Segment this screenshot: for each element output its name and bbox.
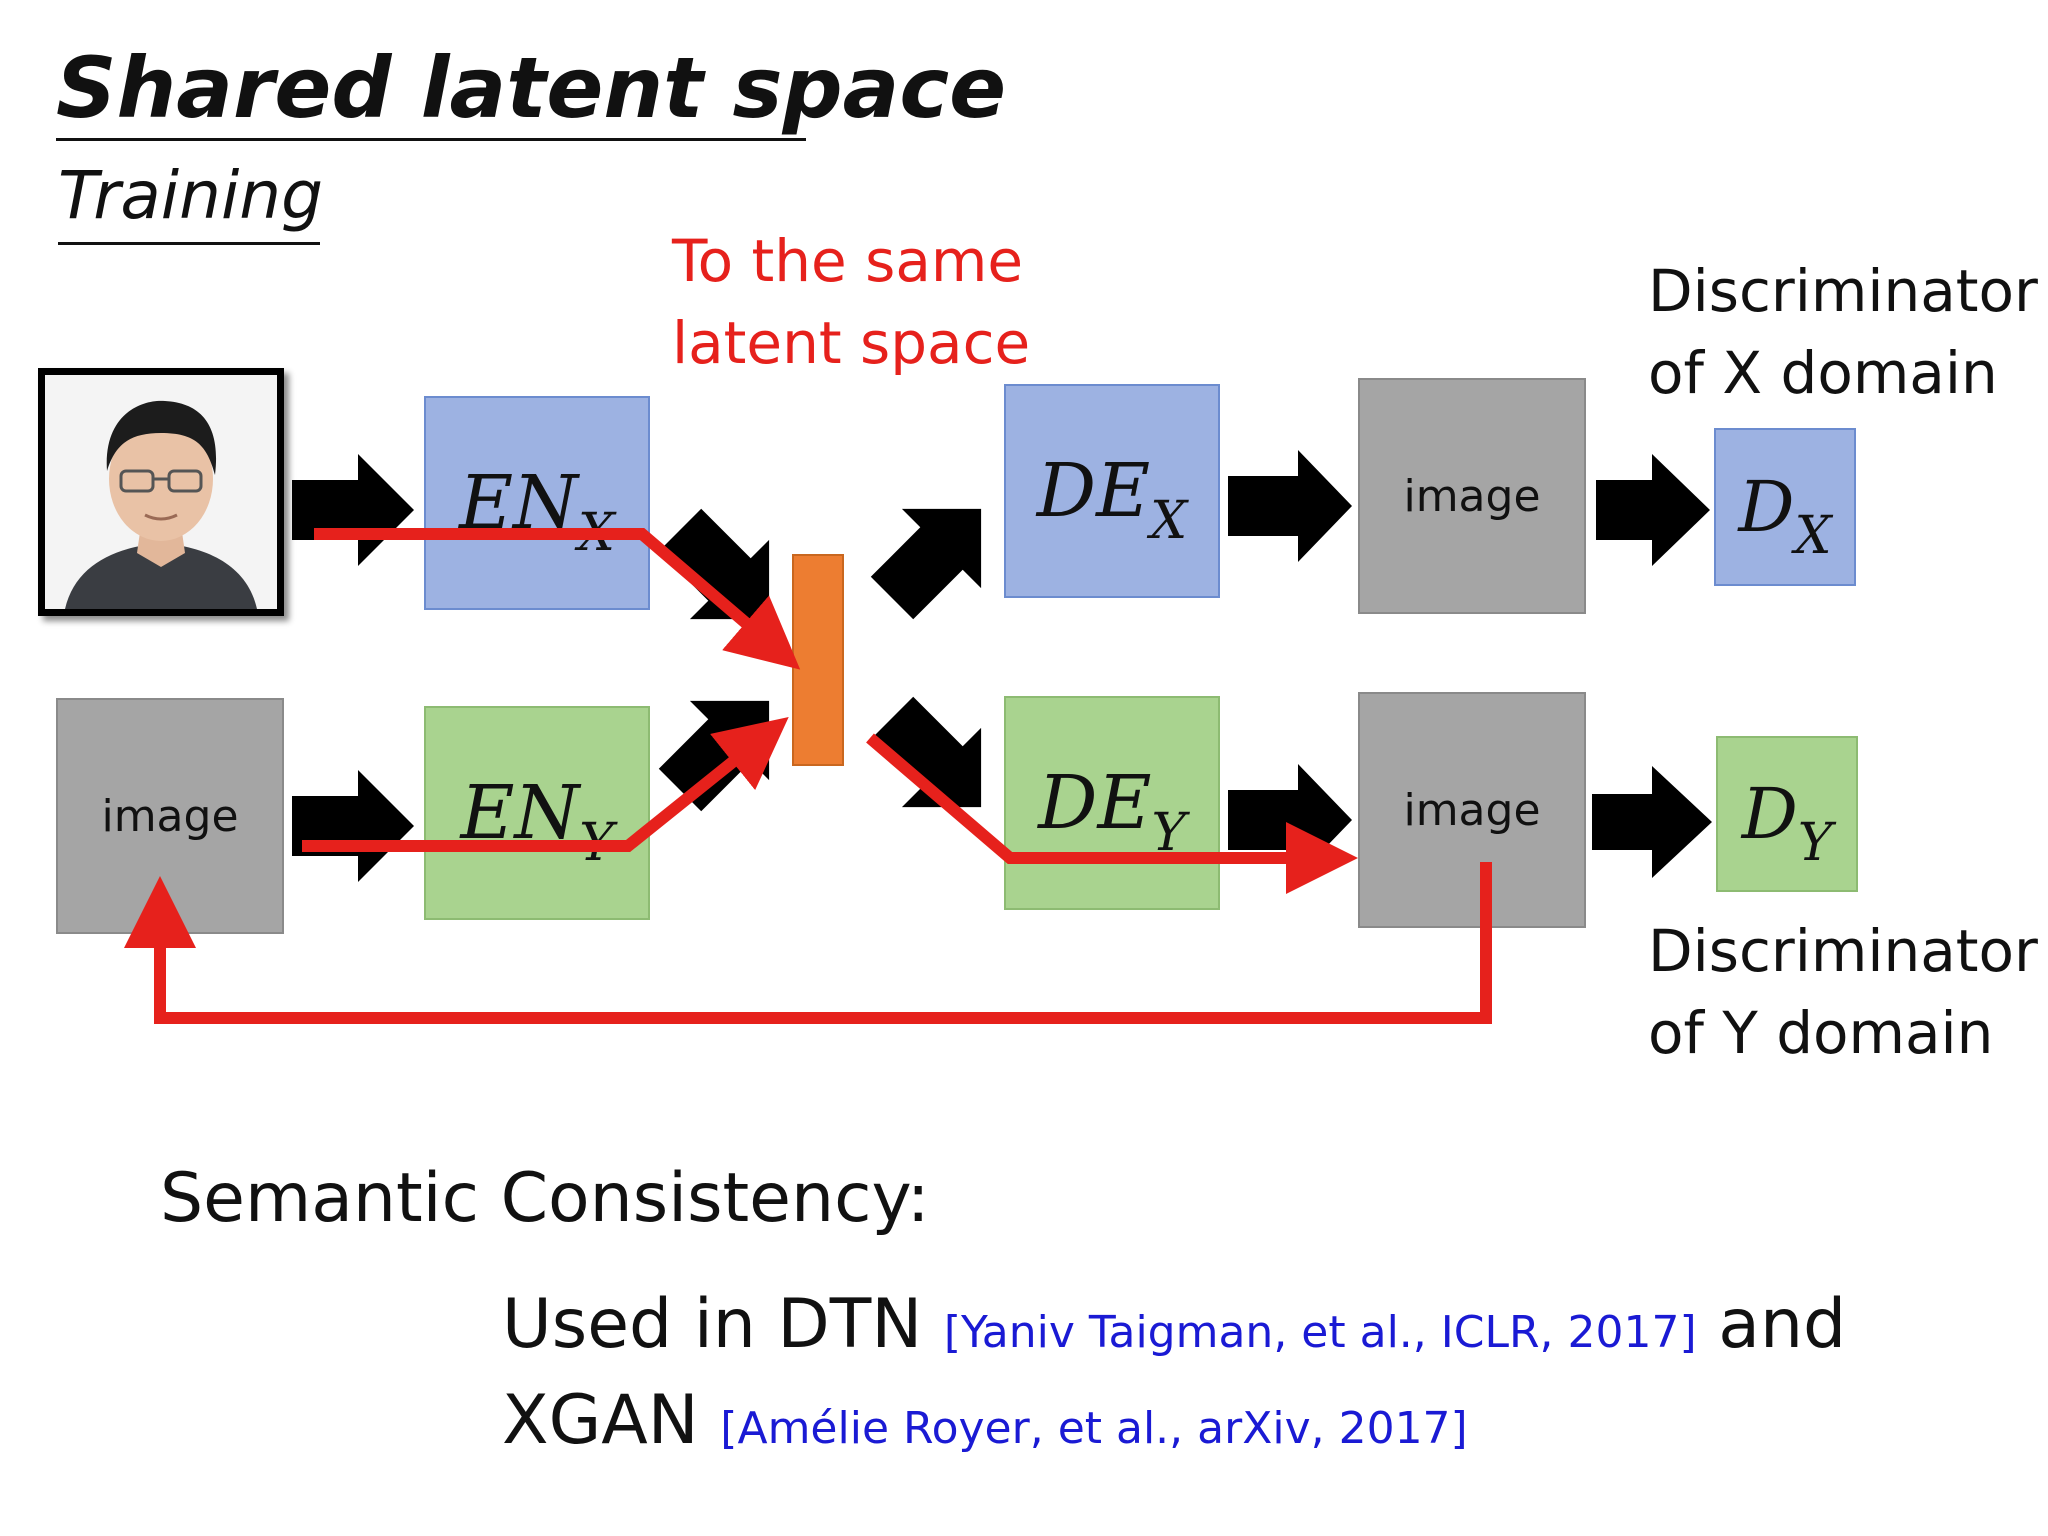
xgan-reference-link[interactable]: [Amélie Royer, et al., arXiv, 2017] <box>720 1403 1468 1454</box>
discriminator-x-label: Discriminator of X domain <box>1648 250 2038 414</box>
discriminator-x-line-2: of X domain <box>1648 339 1998 407</box>
discriminator-y-line-1: Discriminator <box>1648 917 2038 985</box>
black-block-arrow-icon <box>292 454 414 566</box>
black-block-arrow-icon <box>1228 450 1352 562</box>
black-block-arrow-icon <box>1596 454 1710 566</box>
and-text: and <box>1718 1285 1847 1364</box>
output-image-y: image <box>1358 692 1586 928</box>
black-block-arrow-icon <box>870 508 982 620</box>
discriminator-x-symbol: DX <box>1738 466 1832 566</box>
discriminator-x: DX <box>1714 428 1856 586</box>
red-path-arrow-icon <box>124 862 1492 1024</box>
discriminator-y: DY <box>1716 736 1858 892</box>
decoder-x: DEX <box>1004 384 1220 598</box>
encoder-y: ENY <box>424 706 650 920</box>
red-path-arrow-icon <box>314 528 801 670</box>
dtn-text: Used in DTN <box>502 1285 923 1364</box>
title-underline <box>56 138 806 141</box>
subtitle-underline <box>58 242 320 245</box>
encoder-x: ENX <box>424 396 650 610</box>
black-block-arrow-icon <box>292 770 414 882</box>
input-image-y-label: image <box>101 790 239 842</box>
discriminator-y-symbol: DY <box>1741 773 1833 873</box>
input-image-y: image <box>56 698 284 934</box>
black-block-arrow-icon <box>658 700 770 812</box>
output-image-x-label: image <box>1403 470 1541 522</box>
input-photo-x <box>38 368 284 616</box>
decoder-x-label: DEX <box>1036 448 1188 551</box>
discriminator-x-line-1: Discriminator <box>1648 257 2038 325</box>
black-block-arrow-icon <box>1592 766 1712 878</box>
red-path-arrow-icon <box>302 716 789 852</box>
reference-line-1: Used in DTN [Yaniv Taigman, et al., ICLR… <box>502 1285 1847 1364</box>
xgan-text: XGAN <box>502 1381 699 1460</box>
red-path-arrow-icon <box>866 733 1358 894</box>
reference-line-2: XGAN [Amélie Royer, et al., arXiv, 2017] <box>502 1381 1468 1460</box>
decoder-y: DEY <box>1004 696 1220 910</box>
dtn-reference-link[interactable]: [Yaniv Taigman, et al., ICLR, 2017] <box>943 1307 1697 1358</box>
black-block-arrow-icon <box>870 696 982 808</box>
latent-space-annotation: To the same latent space <box>672 220 1030 384</box>
semantic-consistency-heading: Semantic Consistency: <box>160 1159 930 1238</box>
output-image-y-label: image <box>1403 784 1541 836</box>
annotation-line-2: latent space <box>672 309 1031 377</box>
black-block-arrow-icon <box>658 508 770 620</box>
slide-title: Shared latent space <box>56 39 1007 137</box>
output-image-x: image <box>1358 378 1586 614</box>
slide-subtitle: Training <box>58 157 323 234</box>
discriminator-y-label: Discriminator of Y domain <box>1648 910 2038 1074</box>
annotation-line-1: To the same <box>672 227 1024 295</box>
decoder-y-label: DEY <box>1038 760 1186 863</box>
discriminator-y-line-2: of Y domain <box>1648 999 1994 1067</box>
person-photo-icon <box>45 375 277 609</box>
